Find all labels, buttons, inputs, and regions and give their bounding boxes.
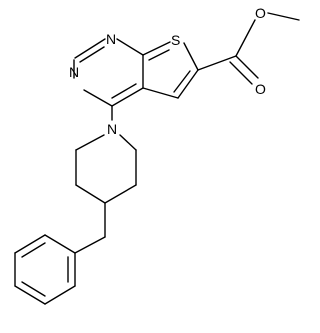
structure-diagram: N N S O O N <box>14 5 300 305</box>
bond-n-c2p <box>75 134 105 151</box>
atom-o-ester-label: O <box>255 5 266 21</box>
bond-c7a-s-double <box>148 49 170 61</box>
bond-c3a-c4-double <box>111 83 137 99</box>
bond-c2-n1 <box>74 38 106 59</box>
bond-ph-6-1 <box>44 234 76 254</box>
bond-n1-c7a <box>116 38 144 56</box>
bond-c3p-c4p <box>75 184 106 204</box>
bond-c5-c3a <box>142 87 179 99</box>
atom-s-label: S <box>171 32 180 48</box>
bond-ph-2-3 <box>44 285 76 305</box>
bond-ph-5-6 <box>14 234 46 254</box>
bond-ph-5-6-inner <box>21 242 46 258</box>
bond-s-c6 <box>183 42 199 71</box>
bond-ch2-phenyl <box>74 236 106 254</box>
bond-c4p-c5p <box>104 184 137 204</box>
bond-ph-3-4-inner <box>21 281 46 297</box>
bond-c7a-s <box>142 41 171 56</box>
bond-c6p-n <box>119 134 137 151</box>
bond-carbonyl-o-double-b <box>229 61 253 85</box>
bond-c6-c5-double <box>173 70 191 93</box>
bond-carbonyl-o-ester <box>235 19 256 57</box>
atom-n1-label: N <box>106 31 116 47</box>
bond-carbonyl-o-double-a <box>235 55 259 79</box>
bond-c6-c5 <box>177 69 199 99</box>
bond-ph-3-4 <box>14 285 46 305</box>
molecule-canvas: N N S O O N <box>14 5 300 305</box>
atom-n3-label: N <box>69 64 79 80</box>
bond-c3a-c4 <box>111 87 144 107</box>
bond-c4-n3 <box>83 89 113 107</box>
atom-n-piperidine-label: N <box>107 121 117 137</box>
atom-o-carbonyl-label: O <box>255 81 266 97</box>
bond-o-methyl <box>267 12 300 21</box>
bond-c2-n1-double <box>79 46 105 63</box>
bond-c6-carbonyl <box>197 55 237 71</box>
